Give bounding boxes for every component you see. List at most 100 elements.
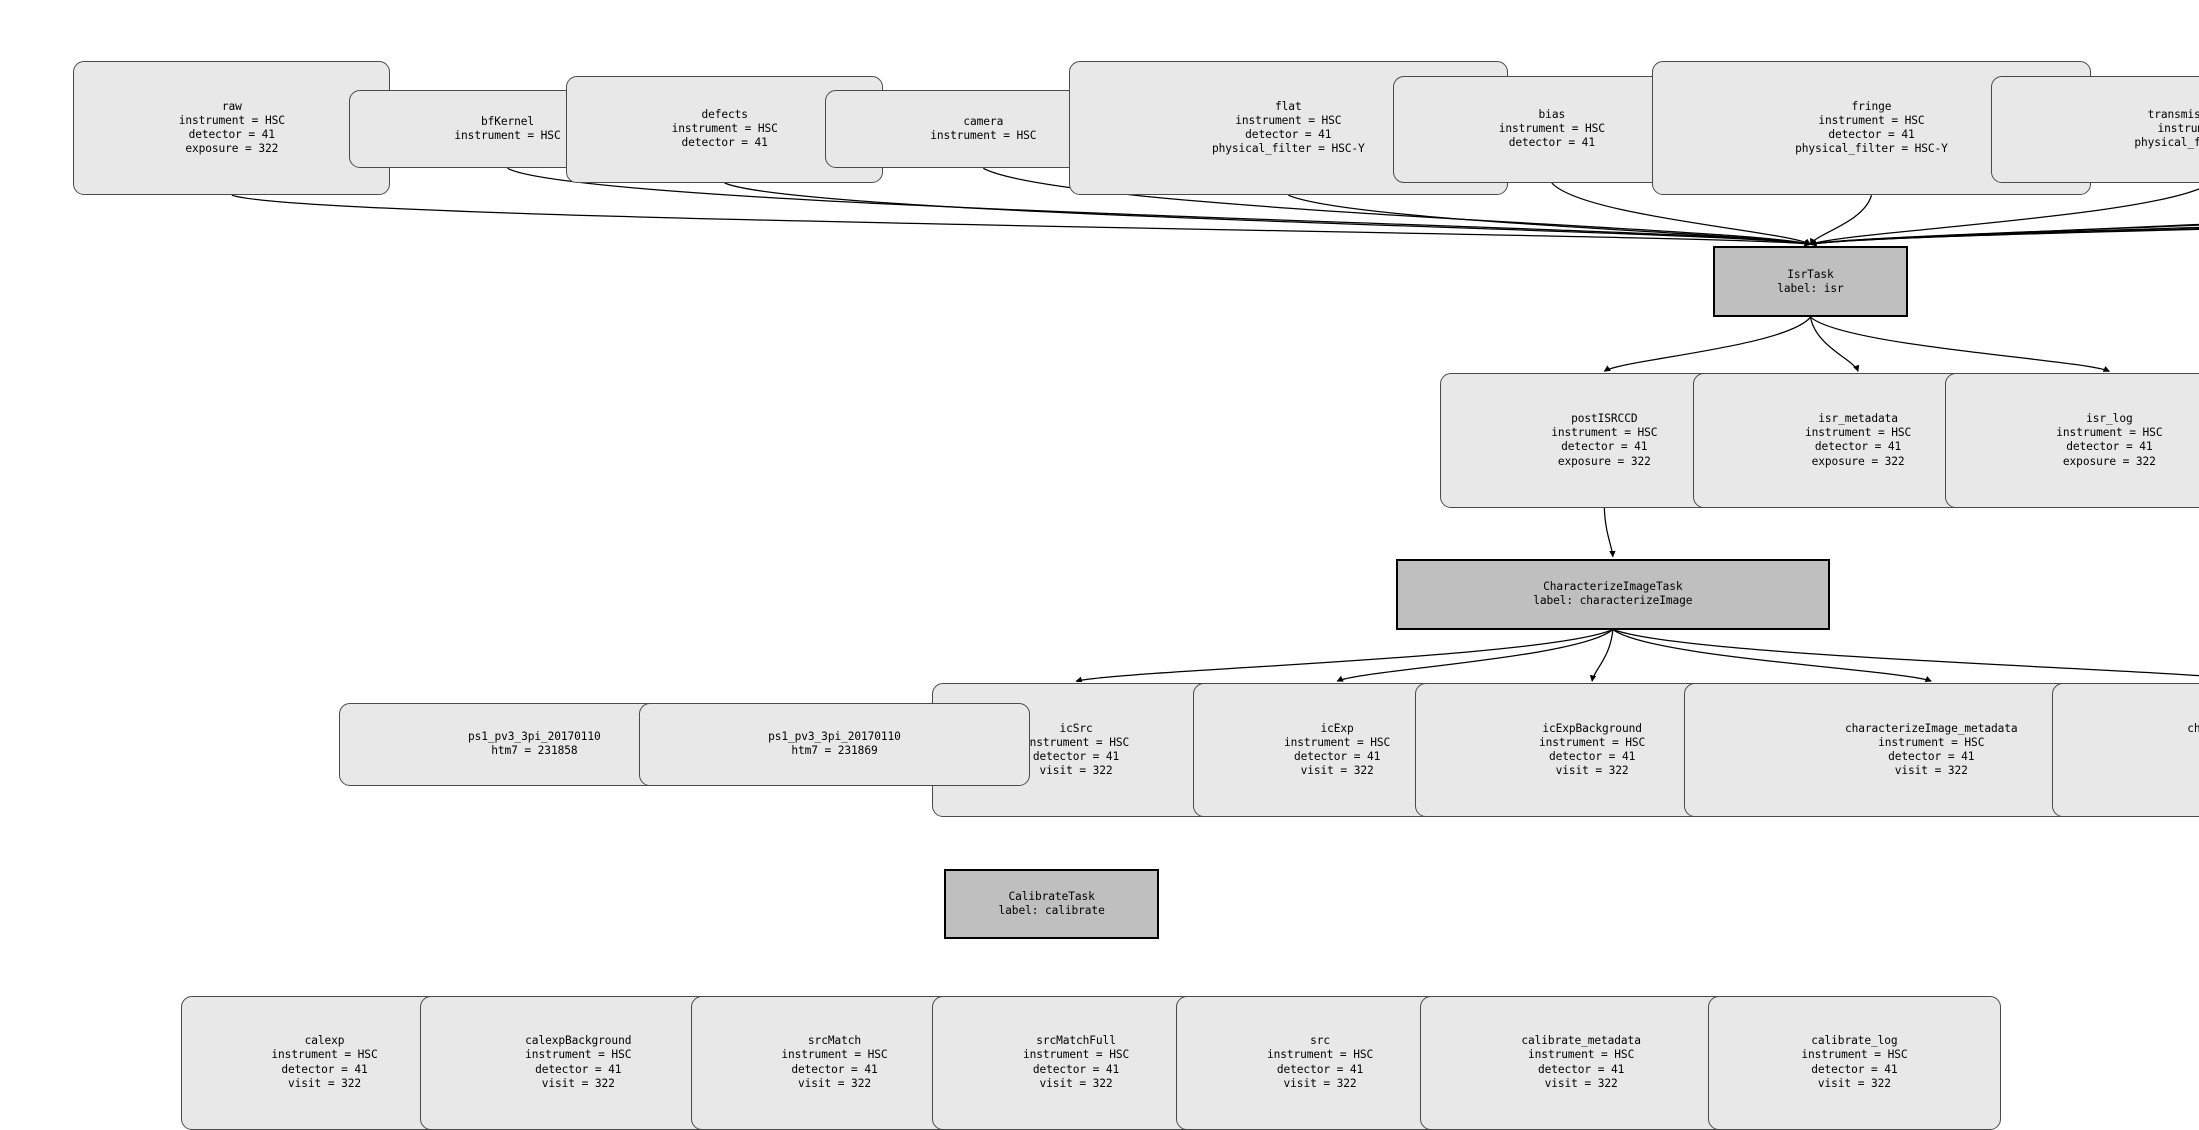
node-line: htm7 = 231869 bbox=[791, 744, 878, 758]
node-title: isr_metadata bbox=[1818, 412, 1898, 425]
node-line: detector = 41 bbox=[1293, 750, 1381, 764]
node-title: calibrate_metadata bbox=[1521, 1034, 1641, 1048]
node-title: postISRCCD bbox=[1571, 412, 1638, 425]
node-title: calexpBackground bbox=[525, 1034, 632, 1048]
node-title: icExp bbox=[1320, 721, 1354, 735]
edge-IsrTask-to-isr_metadata bbox=[1809, 317, 1860, 372]
node-line: visit = 322 bbox=[1300, 764, 1374, 778]
node-line: instrument = HSC bbox=[1818, 113, 1925, 127]
node-line: detector = 41 bbox=[1811, 1062, 1898, 1076]
node-title: icSrc bbox=[1059, 721, 1093, 735]
node-line: visit = 322 bbox=[288, 1076, 361, 1090]
node-title: defects bbox=[701, 108, 748, 121]
node-line: htm7 = 231858 bbox=[491, 744, 578, 758]
node-line: detector = 41 bbox=[188, 128, 275, 142]
node-title: icExpBackground bbox=[1542, 721, 1642, 735]
node-line: instrument = HSC bbox=[1284, 736, 1391, 750]
node-title: isr_log bbox=[2086, 412, 2133, 425]
node-line: instrument = HSC bbox=[1528, 1048, 1635, 1062]
edge-fringe-to-IsrTask bbox=[1809, 195, 1873, 246]
node-line: label: calibrate bbox=[998, 904, 1105, 917]
node-line: instrument = HSC bbox=[271, 1048, 378, 1062]
node-line: exposure = 322 bbox=[185, 142, 279, 156]
node-line: visit = 322 bbox=[1817, 1076, 1891, 1090]
node-title: ps1_pv3_3pi_20170110 bbox=[768, 729, 901, 743]
node-line: instrument = HSC bbox=[671, 122, 778, 136]
node-line: label: characterizeImage bbox=[1533, 594, 1693, 608]
node-title: bfKernel bbox=[480, 115, 535, 129]
node-line: instrument = HSC bbox=[454, 129, 561, 143]
node-line: instrument = HSC bbox=[178, 113, 285, 127]
node-line: instrument = HSC bbox=[1801, 1048, 1908, 1062]
node-line: instrument = HSC bbox=[1266, 1048, 1374, 1062]
node-line: detector = 41 bbox=[791, 1062, 878, 1076]
node-line: visit = 322 bbox=[541, 1076, 615, 1090]
node-line: exposure = 322 bbox=[1557, 454, 1651, 468]
node-line: visit = 322 bbox=[1039, 764, 1113, 778]
node-line: detector = 41 bbox=[1508, 136, 1595, 150]
node-title: transmission_filter bbox=[2147, 108, 2199, 121]
node-line: visit = 322 bbox=[1039, 1076, 1113, 1090]
node-line: instrument = HSC bbox=[1804, 426, 1912, 440]
node-title: bias bbox=[1538, 108, 1566, 121]
node-line: instrument = HSC bbox=[2056, 426, 2163, 440]
node-line: physical_filter = HSC-Y bbox=[2134, 136, 2199, 150]
node-line: detector = 41 bbox=[1561, 440, 1648, 454]
node-line: label: isr bbox=[1777, 281, 1844, 295]
node-line: instrument = HSC bbox=[2157, 122, 2199, 136]
node-title: camera bbox=[963, 115, 1004, 129]
node-line: instrument = HSC bbox=[1022, 736, 1130, 750]
node-title: ps1_pv3_3pi_20170110 bbox=[467, 729, 601, 743]
edge-raw-to-IsrTask bbox=[231, 194, 1812, 247]
node-title: calexp bbox=[304, 1034, 345, 1048]
node-line: visit = 322 bbox=[1894, 764, 1968, 778]
node-title: IsrTask bbox=[1787, 267, 1834, 281]
node-line: instrument = HSC bbox=[1498, 122, 1605, 136]
node-line: visit = 322 bbox=[1283, 1076, 1357, 1090]
node-line: instrument = HSC bbox=[781, 1048, 888, 1062]
edge-CharacterizeImageTask-to-characterizeImage_log bbox=[1612, 628, 2199, 677]
node-line: instrument = HSC bbox=[1878, 736, 1985, 750]
edge-postISRCCD-to-CharacterizeImageTask bbox=[1603, 507, 1616, 558]
node-title: characterizeImage_metadata bbox=[1844, 721, 2018, 735]
edge-CharacterizeImageTask-to-characterizeImage_metadata bbox=[1612, 629, 1932, 682]
node-line: instrument = HSC bbox=[1551, 426, 1658, 440]
node-line: physical_filter = HSC-Y bbox=[1795, 142, 1948, 156]
edge-IsrTask-to-postISRCCD bbox=[1603, 316, 1811, 372]
edge-yBackground-to-IsrTask bbox=[1809, 223, 2199, 247]
edge-CharacterizeImageTask-to-icSrc bbox=[1075, 628, 1614, 682]
edge-CharacterizeImageTask-to-icExpBackground bbox=[1589, 629, 1614, 682]
node-line: detector = 41 bbox=[1276, 1062, 1364, 1076]
edge-IsrTask-to-isr_log bbox=[1810, 316, 2110, 372]
node-title: src bbox=[1310, 1034, 1330, 1048]
node-line: detector = 41 bbox=[1537, 1062, 1625, 1076]
node-line: detector = 41 bbox=[1245, 128, 1332, 142]
node-title: CharacterizeImageTask bbox=[1543, 579, 1683, 593]
dataset-node-transmission_filter[interactable]: transmission_filterinstrument = HSCphysi… bbox=[1991, 75, 2199, 183]
node-line: detector = 41 bbox=[535, 1062, 622, 1076]
edge-CharacterizeImageTask-to-icExp bbox=[1336, 629, 1614, 682]
node-line: exposure = 322 bbox=[1811, 454, 1905, 468]
node-title: CalibrateTask bbox=[1008, 889, 1095, 903]
node-line: visit = 322 bbox=[797, 1076, 871, 1090]
node-title: calibrate_log bbox=[1811, 1034, 1898, 1048]
node-line: visit = 322 bbox=[1544, 1076, 1618, 1090]
node-line: instrument = HSC bbox=[525, 1048, 632, 1062]
node-line: detector = 41 bbox=[1032, 1062, 1120, 1076]
node-line: detector = 41 bbox=[1888, 750, 1975, 764]
node-line: detector = 41 bbox=[1032, 750, 1120, 764]
node-title: flat bbox=[1275, 99, 1302, 113]
node-line: detector = 41 bbox=[681, 136, 768, 150]
node-line: instrument = HSC bbox=[1539, 736, 1646, 750]
